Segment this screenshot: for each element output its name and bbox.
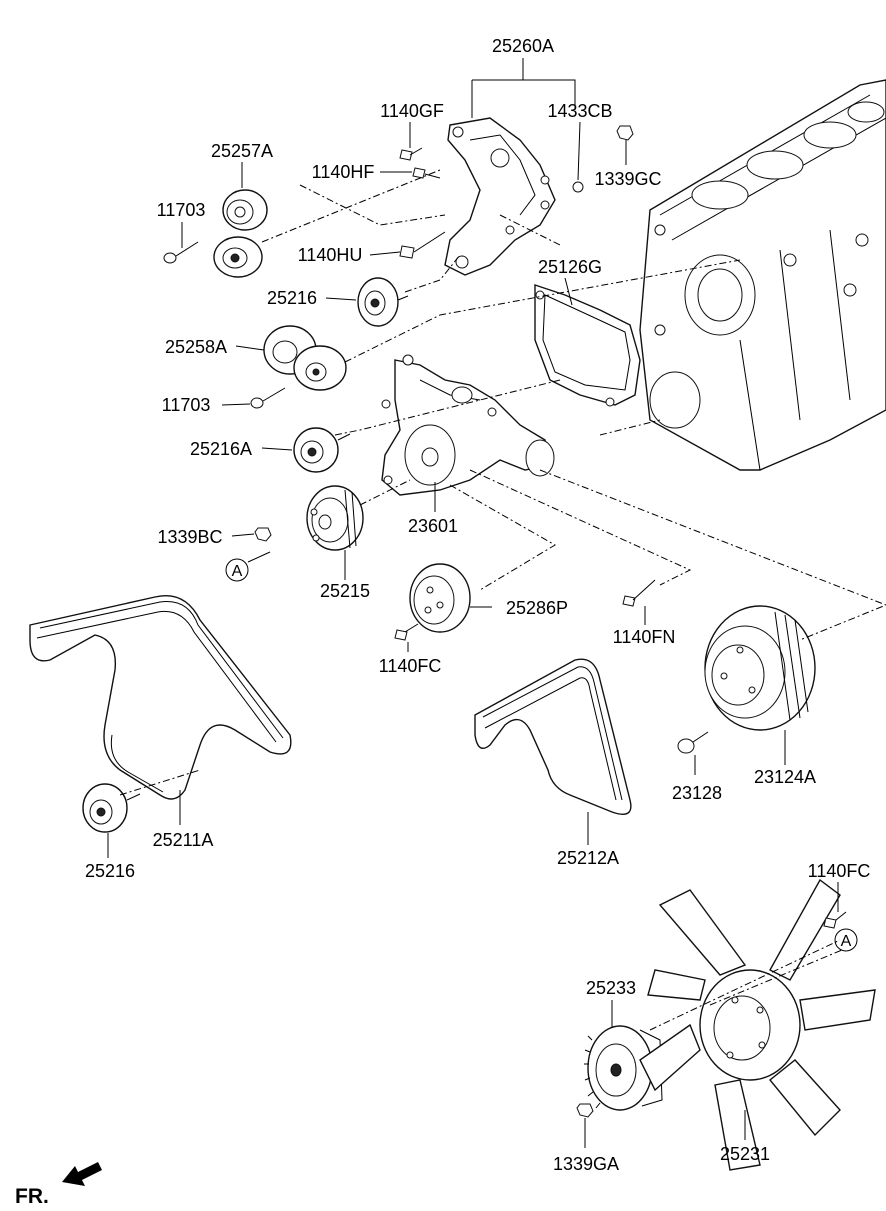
label-1339GC: 1339GC xyxy=(594,169,661,189)
water-pump-pulley-25215 xyxy=(306,485,364,551)
assembly-lines xyxy=(119,169,886,1031)
idler-pulley-25216-top xyxy=(357,277,409,327)
drive-belt-25211A xyxy=(29,595,292,800)
idler-pulley-25216A xyxy=(293,427,351,473)
bolt-1140FN xyxy=(622,579,656,607)
callout-a-left: A xyxy=(225,558,249,582)
pulley-25286P xyxy=(409,563,471,633)
label-1140HF: 1140HF xyxy=(312,162,375,182)
label-25216-top: 25216 xyxy=(267,288,317,308)
bolt-1140HU xyxy=(399,231,446,259)
engine-block xyxy=(639,79,886,471)
bolt-1140HF xyxy=(412,167,441,179)
front-label: FR. xyxy=(15,1185,49,1208)
tensioner-25257A xyxy=(213,189,268,278)
label-23601: 23601 xyxy=(408,516,458,536)
label-1339GA: 1339GA xyxy=(553,1154,619,1174)
label-23128: 23128 xyxy=(672,783,722,803)
bolt-1140FC-mid xyxy=(394,623,419,641)
nut-1433CB xyxy=(572,181,584,193)
label-25126G: 25126G xyxy=(538,257,602,277)
bolt-11703-top xyxy=(163,241,199,264)
label-25286P: 25286P xyxy=(506,598,568,618)
tensioner-25258A xyxy=(263,325,347,391)
bolt-23128 xyxy=(677,731,709,754)
idler-pulley-25216-bottom xyxy=(82,783,141,833)
label-11703-top: 11703 xyxy=(157,200,206,220)
label-1140HU: 1140HU xyxy=(298,245,363,265)
label-25211A: 25211A xyxy=(153,830,214,850)
front-direction-indicator: FR. xyxy=(15,1162,102,1208)
bolt-1140GF xyxy=(399,147,423,161)
part-labels: 25260A 1140GF 1433CB 25257A 1140HF 1339G… xyxy=(85,36,870,1174)
label-25212A: 25212A xyxy=(557,848,619,868)
label-1140FN: 1140FN xyxy=(613,627,676,647)
label-25233: 25233 xyxy=(586,978,636,998)
nut-1339BC xyxy=(254,527,272,542)
bolt-1140FC-right xyxy=(823,911,847,929)
label-11703-mid: 11703 xyxy=(162,395,211,415)
water-pump xyxy=(381,354,555,496)
nut-1339GA xyxy=(576,1103,594,1118)
label-25231: 25231 xyxy=(720,1144,770,1164)
callout-a-right-letter: A xyxy=(841,933,852,950)
label-1433CB: 1433CB xyxy=(547,101,612,121)
crankshaft-damper-pulley-23124A xyxy=(704,605,816,731)
nut-1339GC xyxy=(616,125,634,141)
label-1140GF: 1140GF xyxy=(380,101,444,121)
label-1140FC-mid: 1140FC xyxy=(379,656,442,676)
label-23124A: 23124A xyxy=(754,767,816,787)
leader-lines xyxy=(107,58,839,1148)
callout-a-right: A xyxy=(834,928,858,952)
bolt-11703-mid xyxy=(250,387,286,409)
label-25258A: 25258A xyxy=(165,337,227,357)
cooling-fan-25231 xyxy=(639,878,876,1171)
label-25216-bottom: 25216 xyxy=(85,861,135,881)
label-25260A: 25260A xyxy=(492,36,554,56)
label-25215: 25215 xyxy=(320,581,370,601)
alternator-bracket xyxy=(444,117,556,276)
label-1339BC: 1339BC xyxy=(157,527,222,547)
front-arrow-icon xyxy=(62,1162,102,1186)
label-25216A: 25216A xyxy=(190,439,252,459)
label-25257A: 25257A xyxy=(211,141,273,161)
callout-a-left-letter: A xyxy=(232,563,243,580)
drive-belt-25212A xyxy=(474,658,632,815)
water-pump-gasket xyxy=(534,284,641,407)
label-1140FC-right: 1140FC xyxy=(808,861,871,881)
